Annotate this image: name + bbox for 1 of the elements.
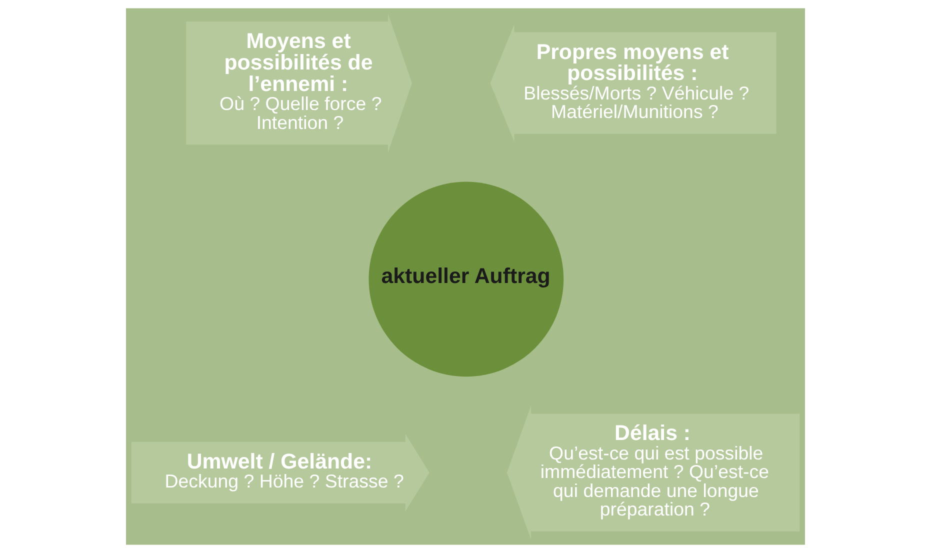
node-circle: aktueller Auftrag: [368, 182, 564, 377]
